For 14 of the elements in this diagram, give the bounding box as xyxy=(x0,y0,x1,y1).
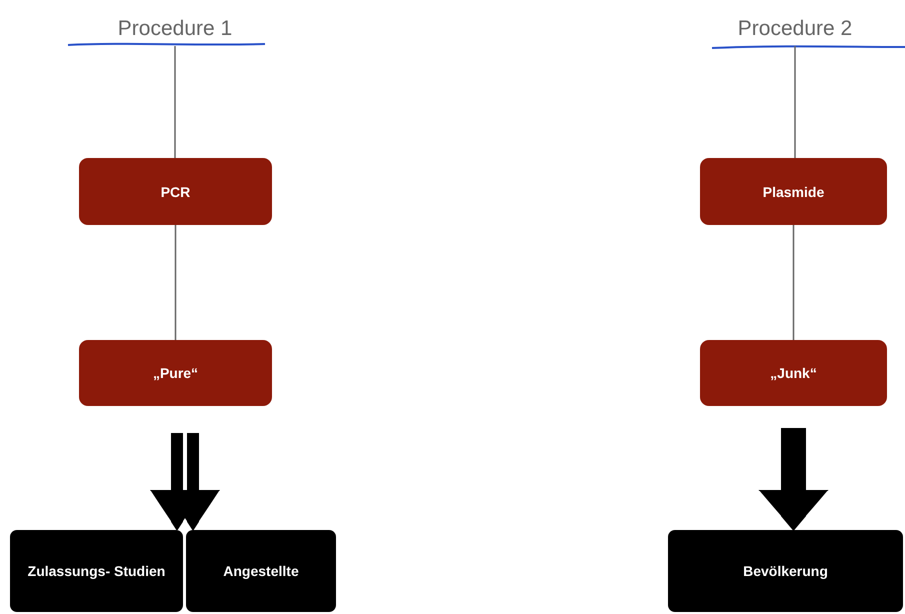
result-box: Angestellte xyxy=(186,530,336,612)
procedure-heading: Procedure 2 xyxy=(738,17,852,41)
block-arrow xyxy=(758,428,828,530)
procedure-heading: Procedure 1 xyxy=(118,17,232,41)
process-box: PCR xyxy=(79,158,272,225)
connector-line xyxy=(174,46,176,158)
process-box: „Junk“ xyxy=(700,340,887,406)
process-box: „Pure“ xyxy=(79,340,272,406)
result-box: Zulassungs- Studien xyxy=(10,530,183,612)
connector-line xyxy=(792,225,794,340)
result-box: Bevölkerung xyxy=(668,530,903,612)
connector-line xyxy=(794,46,796,158)
connector-line xyxy=(174,225,176,340)
process-box: Plasmide xyxy=(700,158,887,225)
